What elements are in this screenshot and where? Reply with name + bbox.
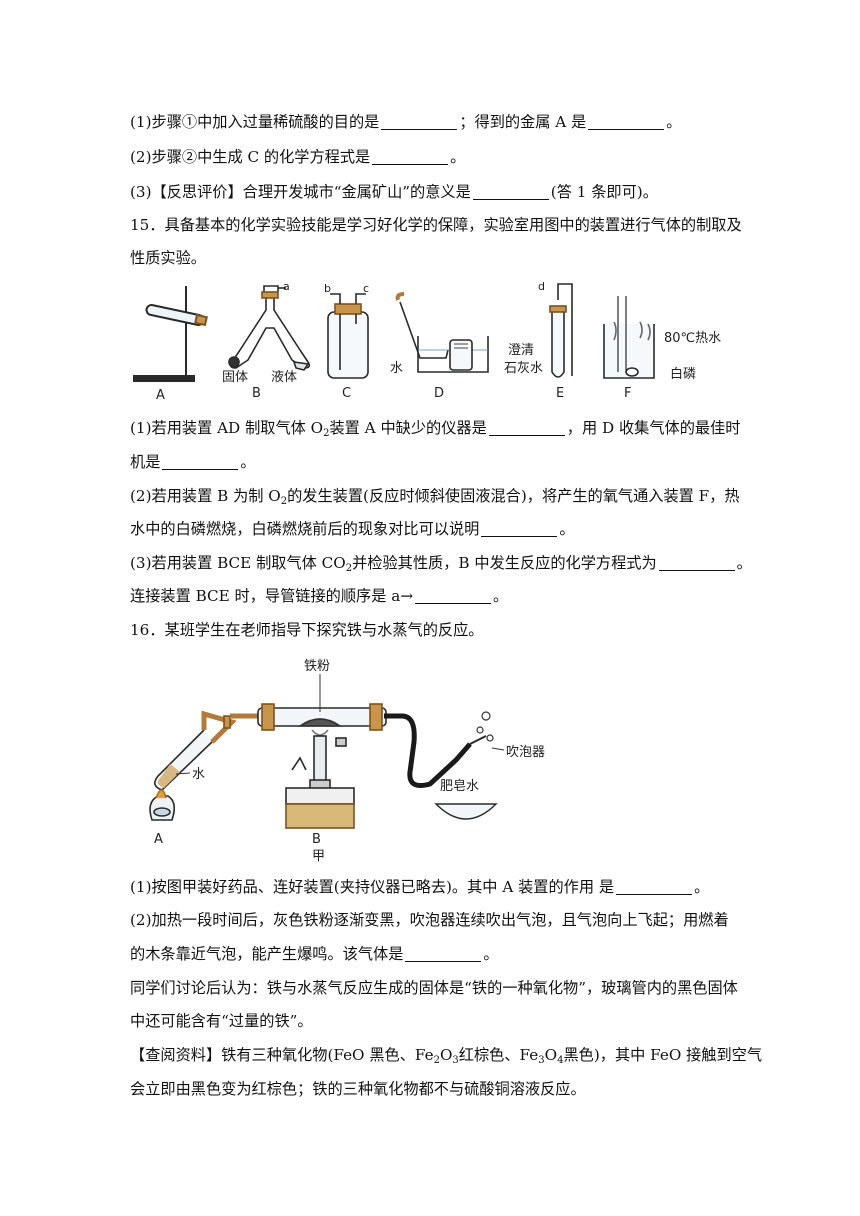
label-e: E bbox=[556, 386, 564, 401]
apparatus-c bbox=[327, 293, 369, 379]
label-iron-powder: 铁粉 bbox=[304, 659, 330, 674]
label-bubbler: 吹泡器 bbox=[506, 745, 545, 760]
label-c: C bbox=[342, 386, 351, 401]
answer-blank[interactable] bbox=[658, 556, 735, 571]
label-soap-water: 肥皂水 bbox=[440, 779, 479, 794]
label-limewater-1: 澄清 bbox=[508, 343, 534, 358]
answer-blank[interactable] bbox=[472, 185, 549, 200]
q16-s2-line2: 的木条靠近气泡，能产生爆鸣。该气体是。 bbox=[130, 945, 499, 963]
q16-s2-line1: (2)加热一段时间后，灰色铁粉逐渐变黑，吹泡器连续吹出气泡，且气泡向上飞起；用燃… bbox=[130, 911, 729, 929]
apparatus-a-water bbox=[149, 710, 237, 821]
q15-apparatus-figure: A a 固体 液体 B b c bbox=[128, 280, 738, 405]
label-water-d: 水 bbox=[390, 361, 403, 376]
answer-blank[interactable] bbox=[405, 947, 482, 962]
label-c-port: c bbox=[363, 282, 369, 295]
q15-s2-line2: 水中的白磷燃烧，白磷燃烧前后的现象对比可以说明。 bbox=[130, 520, 575, 538]
q16-discussion-1: 同学们讨论后认为：铁与水蒸气反应生成的固体是“铁的一种氧化物”，玻璃管内的黑色固… bbox=[130, 979, 738, 997]
label-a-16: A bbox=[154, 832, 163, 847]
apparatus-b bbox=[228, 285, 311, 371]
label-b-16: B bbox=[312, 832, 321, 847]
label-white-phosphorus: 白磷 bbox=[670, 366, 696, 382]
answer-blank[interactable] bbox=[588, 115, 665, 130]
q16-discussion-2: 中还可能含有“过量的铁”。 bbox=[130, 1012, 313, 1030]
answer-blank[interactable] bbox=[381, 115, 458, 130]
answer-blank[interactable] bbox=[415, 589, 492, 604]
q15-s1-line1: (1)若用装置 AD 制取气体 O2装置 A 中缺少的仪器是，用 D 收集气体的… bbox=[130, 419, 741, 439]
answer-blank[interactable] bbox=[481, 522, 558, 537]
q14-part1: (1)步骤①中加入过量稀硫酸的目的是；得到的金属 A 是。 bbox=[130, 113, 682, 131]
label-liquid: 液体 bbox=[271, 370, 297, 385]
label-b-port: b bbox=[324, 282, 331, 295]
apparatus-d bbox=[395, 292, 489, 373]
label-hot-water: 80℃热水 bbox=[664, 331, 721, 346]
q15-s2-line1: (2)若用装置 B 为制 O2的发生装置(反应时倾斜使固液混合)，将产生的氧气通… bbox=[130, 487, 740, 507]
rubber-hose bbox=[384, 713, 472, 788]
q16-apparatus-figure: 水 A 铁粉 B bbox=[140, 652, 580, 867]
q15-s3-line2: 连接装置 BCE 时，导管链接的顺序是 a→。 bbox=[130, 587, 509, 605]
label-b: B bbox=[252, 386, 261, 401]
q14-p1-text2: ；得到的金属 A 是 bbox=[459, 113, 587, 131]
soap-dish bbox=[434, 803, 498, 820]
apparatus-a bbox=[133, 286, 208, 382]
q14-part2: (2)步骤②中生成 C 的化学方程式是。 bbox=[130, 148, 466, 166]
answer-blank[interactable] bbox=[372, 150, 449, 165]
q16-reference-1: 【查阅资料】铁有三种氧化物(FeO 黑色、Fe2O3红棕色、Fe3O4黑色)，其… bbox=[130, 1046, 763, 1066]
answer-blank[interactable] bbox=[488, 421, 565, 436]
label-solid: 固体 bbox=[222, 370, 248, 385]
label-d-port: d bbox=[538, 280, 545, 293]
q16-s1: (1)按图甲装好药品、连好装置(夹持仪器已略去)。其中 A 装置的作用 是。 bbox=[130, 878, 710, 896]
q16-intro: 16．某班学生在老师指导下探究铁与水蒸气的反应。 bbox=[130, 621, 484, 639]
apparatus-b-tube bbox=[257, 674, 387, 731]
answer-blank[interactable] bbox=[162, 455, 239, 470]
q14-part3: (3)【反思评价】合理开发城市“金属矿山”的意义是(答 1 条即可)。 bbox=[130, 183, 658, 201]
q15-intro-line1: 15．具备基本的化学实验技能是学习好化学的保障，实验室用图中的装置进行气体的制取… bbox=[130, 216, 742, 234]
answer-blank[interactable] bbox=[616, 880, 693, 895]
q15-intro-line2: 性质实验。 bbox=[130, 249, 206, 267]
q15-s1-line2: 机是。 bbox=[130, 453, 256, 471]
label-a: A bbox=[156, 388, 165, 403]
figure-caption-jia: 甲 bbox=[312, 849, 325, 864]
label-d: D bbox=[434, 386, 444, 401]
label-a-port: a bbox=[283, 280, 290, 293]
q14-p1-text: (1)步骤①中加入过量稀硫酸的目的是 bbox=[130, 113, 380, 131]
apparatus-f bbox=[603, 296, 655, 379]
label-f: F bbox=[624, 386, 631, 401]
label-limewater-2: 石灰水 bbox=[504, 361, 543, 376]
apparatus-e bbox=[549, 283, 573, 378]
q16-reference-2: 会立即由黑色变为红棕色；铁的三种氧化物都不与硫酸铜溶液反应。 bbox=[130, 1080, 586, 1098]
label-water: 水 bbox=[192, 767, 205, 782]
apparatus-b-burner bbox=[285, 729, 355, 829]
q15-s3-line1: (3)若用装置 BCE 制取气体 CO2并检验其性质，B 中发生反应的化学方程式… bbox=[130, 554, 752, 574]
